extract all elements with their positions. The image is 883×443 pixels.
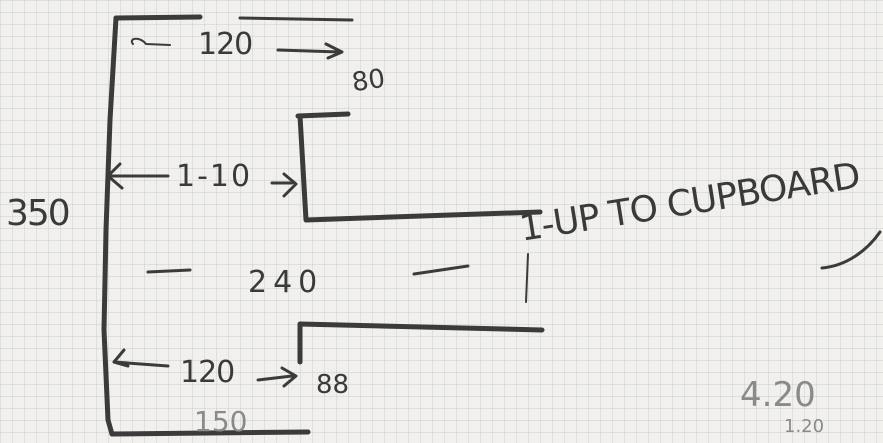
top-wall-line bbox=[113, 14, 203, 21]
opening-dash-left bbox=[146, 268, 192, 274]
top-wall-extension-line bbox=[238, 16, 354, 22]
upper-gap-arrow-left bbox=[106, 162, 170, 190]
top-depth-label: 80 bbox=[350, 63, 388, 99]
upper-gap-label: 1-10 bbox=[176, 159, 253, 194]
top-gap-arrow-left bbox=[130, 37, 171, 46]
opening-dash-right bbox=[412, 264, 470, 276]
opening-label: 240 bbox=[248, 265, 324, 300]
lower-gap-label: 120 bbox=[180, 355, 235, 390]
note-pointer-bar bbox=[525, 253, 529, 303]
left-wall-line bbox=[101, 15, 119, 437]
top-gap-label: 120 bbox=[198, 27, 253, 62]
bottom-wall-line bbox=[109, 429, 311, 437]
lower-depth-label: 88 bbox=[316, 370, 350, 400]
lower-gap-arrow-right bbox=[256, 366, 298, 388]
lower-gap-arrow-left bbox=[112, 348, 170, 368]
corner-value: 4.20 bbox=[740, 375, 816, 415]
overall-height-label: 350 bbox=[6, 193, 71, 234]
corner-sub-value: 1.20 bbox=[784, 416, 825, 437]
top-gap-arrow-right bbox=[276, 42, 344, 60]
bottom-label: 150 bbox=[194, 405, 248, 438]
upper-gap-arrow-right bbox=[270, 172, 298, 198]
note-underline bbox=[820, 230, 882, 270]
lower-bracket-line bbox=[297, 321, 545, 365]
upper-bracket-line bbox=[295, 111, 543, 223]
